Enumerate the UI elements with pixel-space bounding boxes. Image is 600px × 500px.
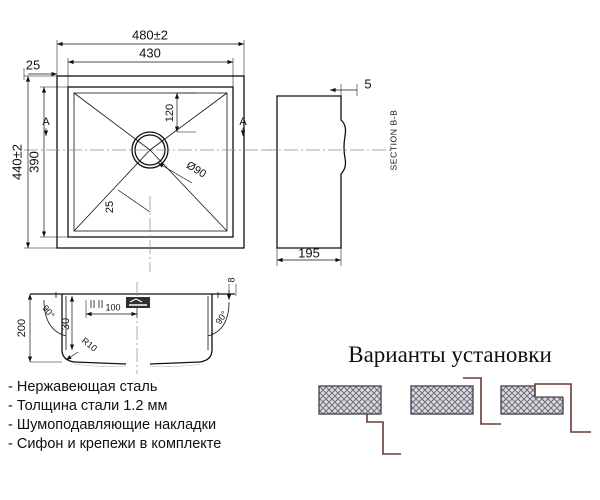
dim-right-angle: 90° (213, 309, 229, 326)
installation-variants-title: Варианты установки (348, 342, 552, 367)
svg-text:A: A (239, 116, 247, 128)
installation-variants-diagram (318, 377, 591, 455)
manufacturer-stamp (126, 297, 150, 308)
svg-text:A: A (42, 116, 50, 128)
dim-top-flange: 5 (364, 76, 371, 91)
section-b-b-label: SECTION B-B (388, 110, 398, 171)
dim-overall-width: 480±2 (132, 27, 168, 42)
side-view-dimensions: 5 195 SECTION B-B (276, 76, 398, 266)
section-marker-a-right: A (239, 116, 247, 136)
dim-edge-offset: 25 (26, 57, 40, 72)
feature-item: - Шумоподавляющие накладки (8, 417, 217, 433)
dim-rim-width: 100 (105, 302, 120, 312)
feature-item: - Нержавеющая сталь (8, 379, 158, 395)
dim-inner-height: 390 (26, 151, 41, 173)
dim-drain-diameter: Ø90 (184, 159, 208, 180)
dim-left-angle: 90° (40, 303, 57, 320)
cross-section-geometry (30, 282, 235, 374)
dim-inner-width: 430 (139, 45, 161, 60)
dim-corner-radius: R10 (80, 335, 99, 353)
side-view-geometry (262, 95, 392, 249)
features-list: - Нержавеющая сталь - Толщина стали 1.2 … (8, 378, 278, 454)
top-view-geometry (24, 75, 272, 272)
dim-bowl-note: 25 (104, 201, 116, 213)
installation-variants-section: Варианты установки (305, 342, 595, 462)
dim-drain-offset: 120 (164, 104, 176, 122)
dim-overall-height: 440±2 (9, 144, 24, 180)
install-variant-undermount (318, 385, 401, 455)
install-variant-topmount (500, 383, 591, 433)
feature-item: - Толщина стали 1.2 мм (8, 398, 168, 414)
section-marker-a-left: A (42, 116, 50, 136)
dim-wall-thickness: 8 (226, 277, 236, 282)
dim-rim-height: 30 (60, 318, 72, 330)
install-variant-flushmount (410, 377, 501, 425)
dim-depth: 195 (298, 245, 320, 260)
cross-section-dimensions: 200 90° 30 100 R10 (16, 277, 236, 363)
dim-bowl-depth: 200 (16, 319, 28, 337)
feature-item: - Сифон и крепежи в комплекте (8, 436, 222, 452)
